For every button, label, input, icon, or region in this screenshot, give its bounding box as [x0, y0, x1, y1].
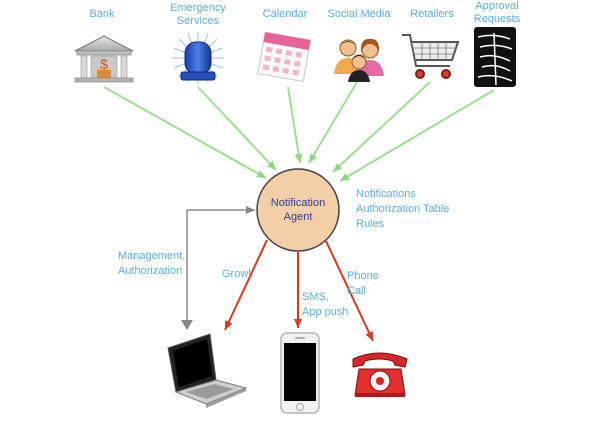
arrow-growl [224, 239, 268, 331]
output-label-phone: Phone Call [347, 269, 379, 299]
arrow-emergency [197, 86, 277, 171]
agent-note-notifications: Notifications [356, 188, 416, 200]
shopping-cart-icon [402, 34, 460, 79]
agent-note-authorization-table: Authorization Table [356, 203, 450, 215]
output-label-sms-line1: SMS, [302, 291, 329, 303]
output-label-sms-line2: App push [302, 306, 349, 318]
calendar-icon [257, 31, 312, 83]
source-label-social-media: Social Media [327, 8, 391, 20]
red-telephone-icon [352, 352, 408, 397]
arrow-calendar [287, 86, 303, 164]
arrow-phone [325, 240, 374, 342]
agent-label: Notification Agent [253, 196, 343, 224]
arrow-bank [103, 86, 267, 179]
arrow-social [308, 81, 358, 164]
output-arrows [224, 239, 374, 342]
input-arrows [103, 81, 495, 182]
agent-note-rules: Rules [356, 218, 385, 230]
output-label-phone-line1: Phone [347, 270, 379, 282]
source-label-emergency-line2: Services [176, 15, 220, 27]
management-label-line1: Management, [118, 250, 186, 262]
agent-notes: Notifications Authorization Table Rules [356, 187, 449, 232]
smartphone-icon [280, 332, 320, 414]
output-label-sms: SMS, App push [302, 290, 348, 320]
bank-icon: $ [74, 35, 134, 83]
arrow-retailers [332, 81, 431, 173]
management-label: Management, Authorization [118, 249, 185, 279]
source-label-calendar: Calendar [262, 8, 308, 20]
social-media-people-icon [334, 38, 384, 82]
notification-agent-node [256, 168, 340, 252]
laptop-icon [167, 333, 248, 408]
emergency-light-icon [172, 32, 224, 84]
output-label-phone-line2: Call [347, 285, 366, 297]
source-label-approval-line2: Requests [473, 13, 521, 25]
source-label-bank: Bank [89, 8, 115, 20]
management-arrow [181, 206, 255, 330]
source-label-retailers: Retailers [410, 8, 454, 20]
management-label-line2: Authorization [118, 265, 183, 277]
source-label-emergency-line1: Emergency [170, 2, 226, 14]
source-label-approval: Approval Requests [474, 0, 520, 26]
svg-text:$: $ [100, 56, 108, 72]
agent-label-line2: Agent [283, 211, 313, 223]
arrow-approval [339, 89, 495, 182]
agent-label-line1: Notification [270, 197, 326, 209]
source-label-approval-line1: Approval [475, 0, 519, 12]
source-label-emergency: Emergency Services [170, 2, 226, 28]
handshake-icon [474, 27, 516, 87]
output-label-growl: Growl [222, 268, 251, 280]
